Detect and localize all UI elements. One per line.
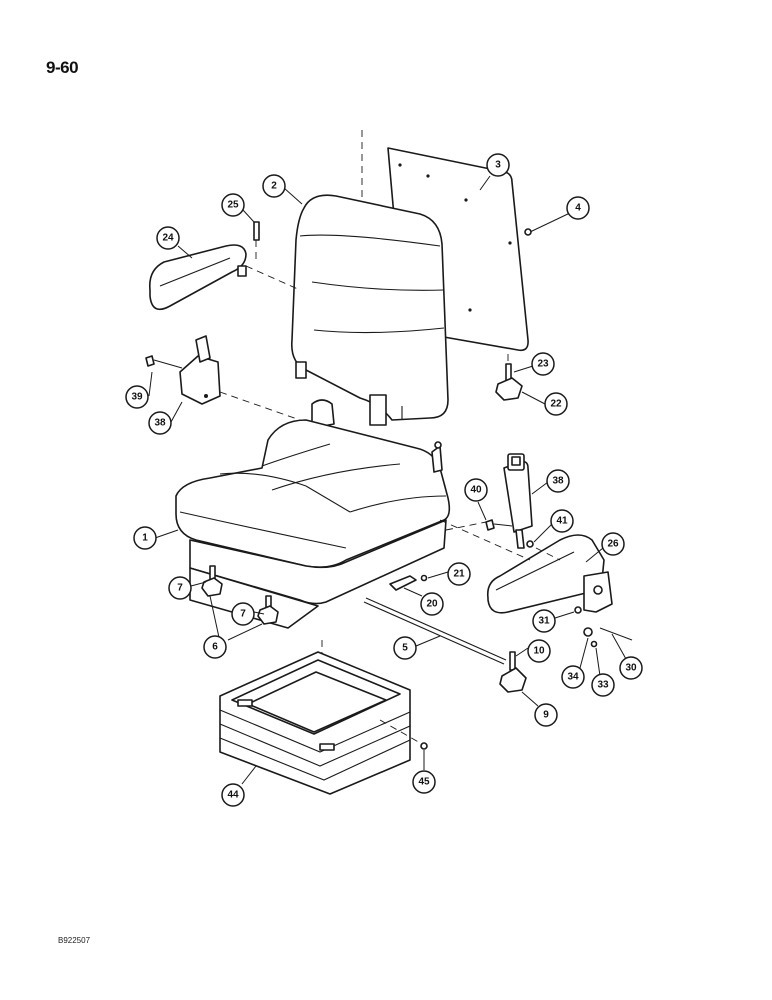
- guide-line: [535, 547, 561, 561]
- callout-26: 26: [601, 532, 625, 556]
- callout-41: 41: [550, 509, 574, 533]
- seat-back-cushion: [290, 194, 449, 421]
- svg-text:22: 22: [550, 399, 562, 410]
- knob-9: [499, 651, 527, 693]
- callout-5: 5: [393, 636, 417, 660]
- knob-7-left: [201, 565, 223, 597]
- callout-2: 2: [262, 174, 286, 198]
- svg-text:3: 3: [495, 160, 501, 171]
- seat-belt-buckle: [485, 453, 534, 549]
- hinge-bracket-left: [179, 335, 221, 405]
- svg-text:6: 6: [212, 642, 218, 653]
- knob-7-right: [257, 595, 279, 625]
- callout-40: 40: [464, 478, 488, 502]
- svg-text:7: 7: [240, 609, 246, 620]
- document-code: B922507: [58, 936, 91, 945]
- bracket-20: [389, 574, 428, 591]
- svg-text:20: 20: [426, 599, 438, 610]
- callout-25: 25: [221, 193, 245, 217]
- svg-text:33: 33: [597, 680, 609, 691]
- callout-44: 44: [221, 783, 245, 807]
- callout-34: 34: [561, 665, 585, 689]
- svg-text:24: 24: [162, 233, 174, 244]
- callout-33: 33: [591, 673, 615, 697]
- callout-6: 6: [203, 635, 227, 659]
- svg-text:10: 10: [533, 646, 545, 657]
- right-armrest: [486, 534, 613, 614]
- svg-text:26: 26: [607, 539, 619, 550]
- left-armrest: [148, 244, 247, 311]
- guide-line: [245, 265, 301, 291]
- svg-text:44: 44: [227, 790, 239, 801]
- callout-39: 39: [125, 385, 149, 409]
- svg-text:7: 7: [177, 583, 183, 594]
- svg-text:25: 25: [227, 200, 239, 211]
- callout-7-right: 7: [231, 602, 255, 626]
- screw-45: [379, 719, 428, 750]
- callout-31: 31: [532, 609, 556, 633]
- guide-line: [439, 519, 531, 561]
- leader-lines: [148, 175, 627, 785]
- callout-9: 9: [534, 703, 558, 727]
- rod-5: [363, 597, 507, 665]
- pin-25: [253, 221, 260, 262]
- callout-20: 20: [420, 592, 444, 616]
- callout-1: 1: [133, 526, 157, 550]
- callout-30: 30: [619, 656, 643, 680]
- hardware-right: [574, 606, 633, 648]
- bolt-39: [145, 355, 183, 369]
- svg-text:38: 38: [552, 476, 564, 487]
- knob-22: [495, 354, 523, 401]
- svg-text:34: 34: [567, 672, 579, 683]
- guide-line: [445, 521, 487, 531]
- svg-text:41: 41: [556, 516, 568, 527]
- svg-text:4: 4: [575, 203, 581, 214]
- callout-7-left: 7: [168, 576, 192, 600]
- callout-38-right: 38: [546, 469, 570, 493]
- screw-4: [524, 211, 573, 236]
- callout-4: 4: [566, 196, 590, 220]
- svg-text:38: 38: [154, 418, 166, 429]
- callout-38-left: 38: [148, 411, 172, 435]
- callout-24: 24: [156, 226, 180, 250]
- page-number: 9-60: [46, 58, 79, 77]
- svg-text:9: 9: [543, 710, 549, 721]
- svg-text:1: 1: [142, 533, 148, 544]
- svg-text:23: 23: [537, 359, 549, 370]
- svg-text:21: 21: [453, 569, 465, 580]
- callout-10: 10: [527, 639, 551, 663]
- callout-45: 45: [412, 770, 436, 794]
- callout-3: 3: [486, 153, 510, 177]
- svg-text:39: 39: [131, 392, 143, 403]
- callout-23: 23: [531, 352, 555, 376]
- callout-21: 21: [447, 562, 471, 586]
- svg-text:30: 30: [625, 663, 637, 674]
- guide-line: [219, 391, 301, 421]
- suspension-base: [219, 640, 411, 795]
- svg-text:2: 2: [271, 181, 277, 192]
- svg-text:5: 5: [402, 643, 408, 654]
- svg-text:31: 31: [538, 616, 550, 627]
- callout-22: 22: [544, 392, 568, 416]
- svg-text:40: 40: [470, 485, 482, 496]
- svg-text:45: 45: [418, 777, 430, 788]
